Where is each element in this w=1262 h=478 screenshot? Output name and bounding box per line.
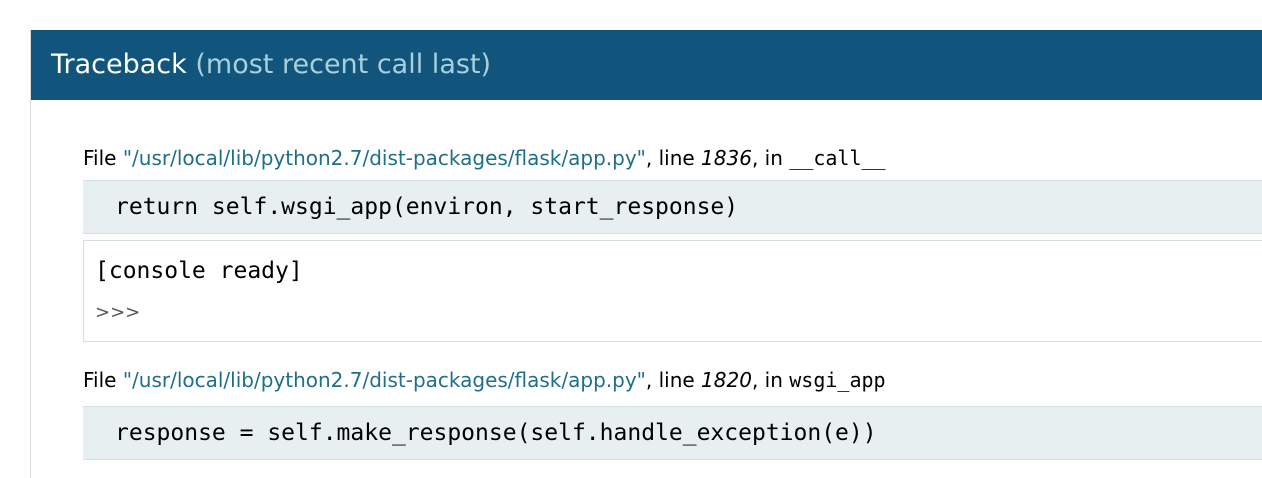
frame-line-number: 1820 — [701, 368, 752, 392]
traceback-header: Traceback (most recent call last) — [31, 30, 1262, 100]
traceback-title: Traceback — [51, 49, 187, 80]
frame-code-line[interactable]: return self.wsgi_app(environ, start_resp… — [83, 180, 1262, 234]
traceback-panel: Traceback (most recent call last) File "… — [30, 30, 1262, 478]
line-prefix: , line — [645, 368, 702, 392]
frame-filename: "/usr/local/lib/python2.7/dist-packages/… — [122, 146, 646, 170]
frame-file-info: File "/usr/local/lib/python2.7/dist-pack… — [83, 146, 886, 170]
console-prompt[interactable]: >>> — [95, 302, 141, 323]
frame-function-name: wsgi_app — [789, 368, 886, 392]
interactive-console[interactable]: [console ready] >>> — [83, 240, 1262, 342]
file-prefix: File — [83, 146, 123, 170]
code-text: response = self.make_response(self.handl… — [115, 420, 877, 446]
frame-code-line[interactable]: response = self.make_response(self.handl… — [83, 406, 1262, 460]
frame-filename: "/usr/local/lib/python2.7/dist-packages/… — [122, 368, 646, 392]
file-prefix: File — [83, 368, 123, 392]
frame-file-info: File "/usr/local/lib/python2.7/dist-pack… — [83, 368, 886, 392]
console-output: [console ready] — [95, 258, 303, 284]
traceback-subtitle: (most recent call last) — [195, 49, 492, 80]
in-prefix: , in — [751, 368, 790, 392]
code-text: return self.wsgi_app(environ, start_resp… — [115, 194, 739, 220]
in-prefix: , in — [751, 146, 790, 170]
frame-function-name: __call__ — [789, 146, 886, 170]
line-prefix: , line — [645, 146, 702, 170]
frame-line-number: 1836 — [701, 146, 752, 170]
